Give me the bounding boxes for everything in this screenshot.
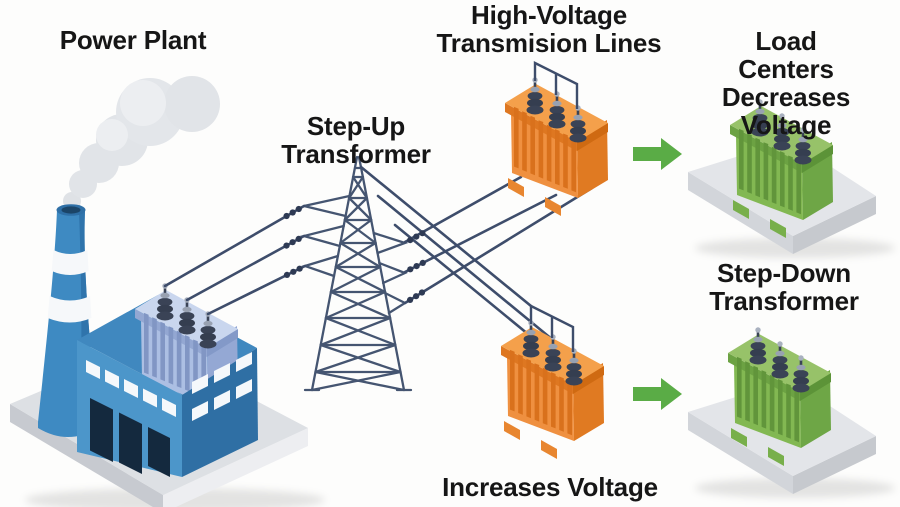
wire [403,186,594,305]
wire [163,204,306,288]
label-increases-voltage: Increases Voltage [442,472,658,502]
factory-building-icon [77,283,258,477]
factory-side-wall [182,348,258,477]
factory-windows [86,352,252,421]
wire [206,264,307,316]
transmission-tower-icon [299,155,413,392]
wire [359,165,533,308]
wire [403,193,558,274]
smoke-plume-icon [63,76,220,210]
label-step-up-transformer: Step-Up Transformer [281,111,431,170]
hv-transformer-bottom-icon [501,320,604,459]
label-step-down-transformer: Step-Down Transformer [709,258,859,317]
arrow-to-step-down-icon [633,378,682,410]
arrow-to-load-center-icon [633,138,682,170]
label-power-plant: Power Plant [59,25,207,55]
wire [376,194,555,342]
factory-doors [90,398,170,477]
label-hv-transmission-lines: High-Voltage Transmision Lines [436,0,662,59]
line-insulator-beads [283,205,426,303]
label-load-centers: Load Centers Decreases Voltage [721,26,851,141]
